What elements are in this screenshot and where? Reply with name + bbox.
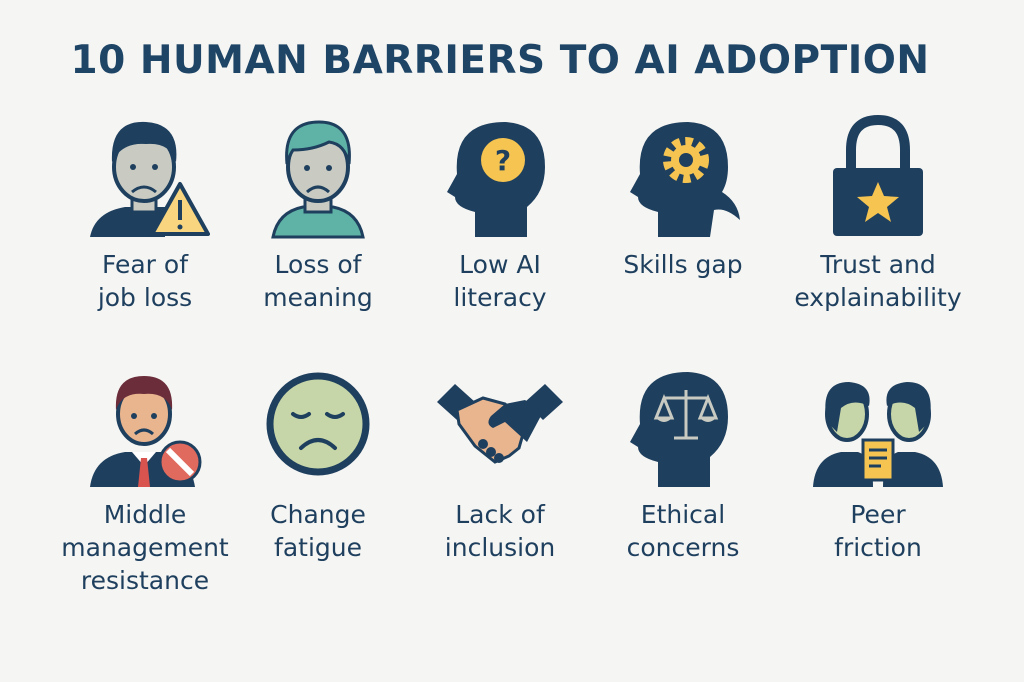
- barrier-fear-of-job-loss: Fear of job loss: [45, 112, 245, 314]
- barrier-skills-gap: Skills gap: [583, 112, 783, 281]
- barrier-ethical-concerns: Ethical concerns: [583, 362, 783, 564]
- barrier-low-ai-literacy: ? Low AI literacy: [400, 112, 600, 314]
- barrier-label: Lack of inclusion: [444, 500, 556, 562]
- manager-prohibited-icon: [90, 376, 202, 487]
- barrier-trust-and-explainability: Trust and explainability: [778, 112, 978, 314]
- two-people-document-icon: [813, 382, 943, 487]
- barrier-label: Peer friction: [834, 500, 922, 562]
- sad-person-icon: [271, 120, 365, 239]
- svg-text:?: ?: [495, 144, 511, 177]
- barrier-middle-management-resistance: Middle management resistance: [45, 362, 245, 597]
- barrier-label: Trust and explainability: [794, 250, 962, 312]
- barrier-peer-friction: Peer friction: [778, 362, 978, 564]
- barrier-label: Middle management resistance: [61, 500, 229, 595]
- head-scales-icon: [630, 372, 728, 487]
- handshake-icon: [437, 384, 563, 464]
- barrier-label: Low AI literacy: [453, 250, 547, 312]
- lock-star-icon: [833, 114, 923, 236]
- barrier-loss-of-meaning: Loss of meaning: [218, 112, 418, 314]
- head-question-icon: ?: [447, 122, 545, 237]
- page-title: 10 HUMAN BARRIERS TO AI ADOPTION: [70, 38, 930, 83]
- tired-face-icon: [266, 372, 370, 476]
- barrier-lack-of-inclusion: Lack of inclusion: [400, 362, 600, 564]
- barrier-change-fatigue: Change fatigue: [218, 362, 418, 564]
- barrier-label: Skills gap: [623, 250, 743, 279]
- worried-person-warning-icon: [90, 121, 210, 237]
- barrier-label: Loss of meaning: [263, 250, 373, 312]
- head-gear-icon: [630, 122, 740, 237]
- barrier-label: Fear of job loss: [97, 250, 193, 312]
- barrier-label: Change fatigue: [270, 500, 366, 562]
- barrier-label: Ethical concerns: [626, 500, 740, 562]
